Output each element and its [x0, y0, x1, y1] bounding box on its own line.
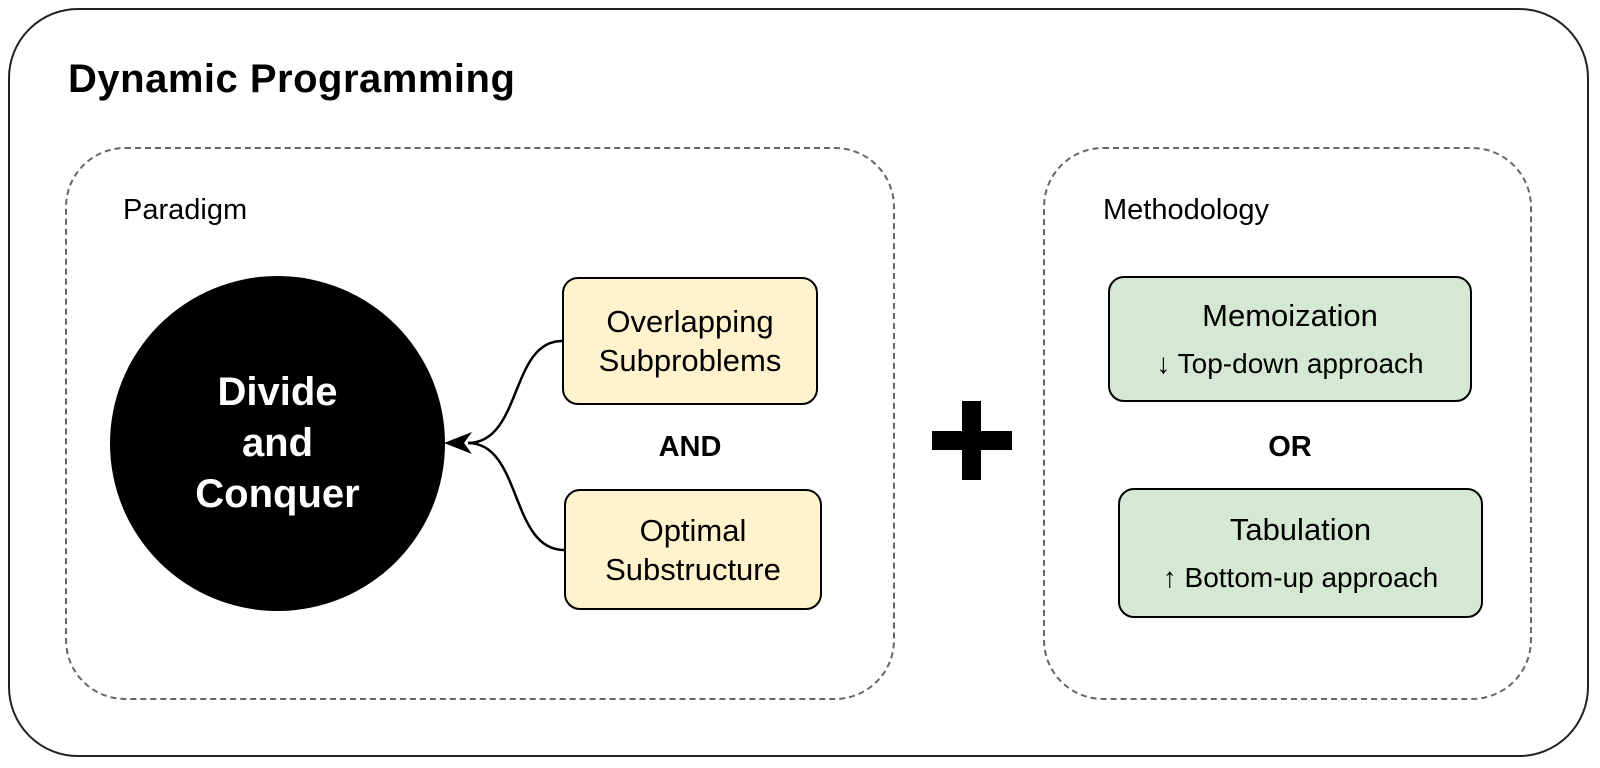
tabulation-subtitle: ↑ Bottom-up approach [1162, 562, 1439, 593]
condition-line: Subproblems [598, 343, 782, 378]
overlapping-subproblems-box: Overlapping Subproblems [562, 277, 818, 405]
memoization-box: Memoization ↓ Top-down approach [1108, 276, 1472, 402]
memoization-subtitle: ↓ Top-down approach [1156, 348, 1424, 379]
or-operator-label: OR [1268, 431, 1312, 463]
divide-and-conquer-circle: Divide and Conquer [110, 276, 445, 611]
paradigm-group [65, 147, 895, 700]
circle-line-3: Conquer [195, 472, 360, 516]
memoization-title: Memoization [1202, 298, 1378, 333]
circle-line-2: and [241, 421, 314, 465]
condition-line: Substructure [605, 551, 781, 587]
optimal-substructure-text: Optimal Substructure [605, 511, 781, 589]
methodology-label: Methodology [1103, 194, 1270, 226]
methodology-group [1043, 147, 1532, 700]
divide-and-conquer-text: Divide and Conquer [195, 367, 359, 520]
paradigm-label: Paradigm [123, 194, 248, 226]
circle-line-1: Divide [217, 370, 338, 414]
tabulation-box: Tabulation ↑ Bottom-up approach [1118, 488, 1483, 618]
overlapping-subproblems-text: Overlapping Subproblems [599, 302, 782, 380]
optimal-substructure-box: Optimal Substructure [564, 489, 822, 610]
and-operator-label: AND [658, 431, 722, 463]
page-title: Dynamic Programming [68, 57, 516, 101]
tabulation-title: Tabulation [1229, 512, 1372, 547]
condition-line: Optimal [639, 512, 747, 548]
condition-line: Overlapping [606, 304, 774, 339]
